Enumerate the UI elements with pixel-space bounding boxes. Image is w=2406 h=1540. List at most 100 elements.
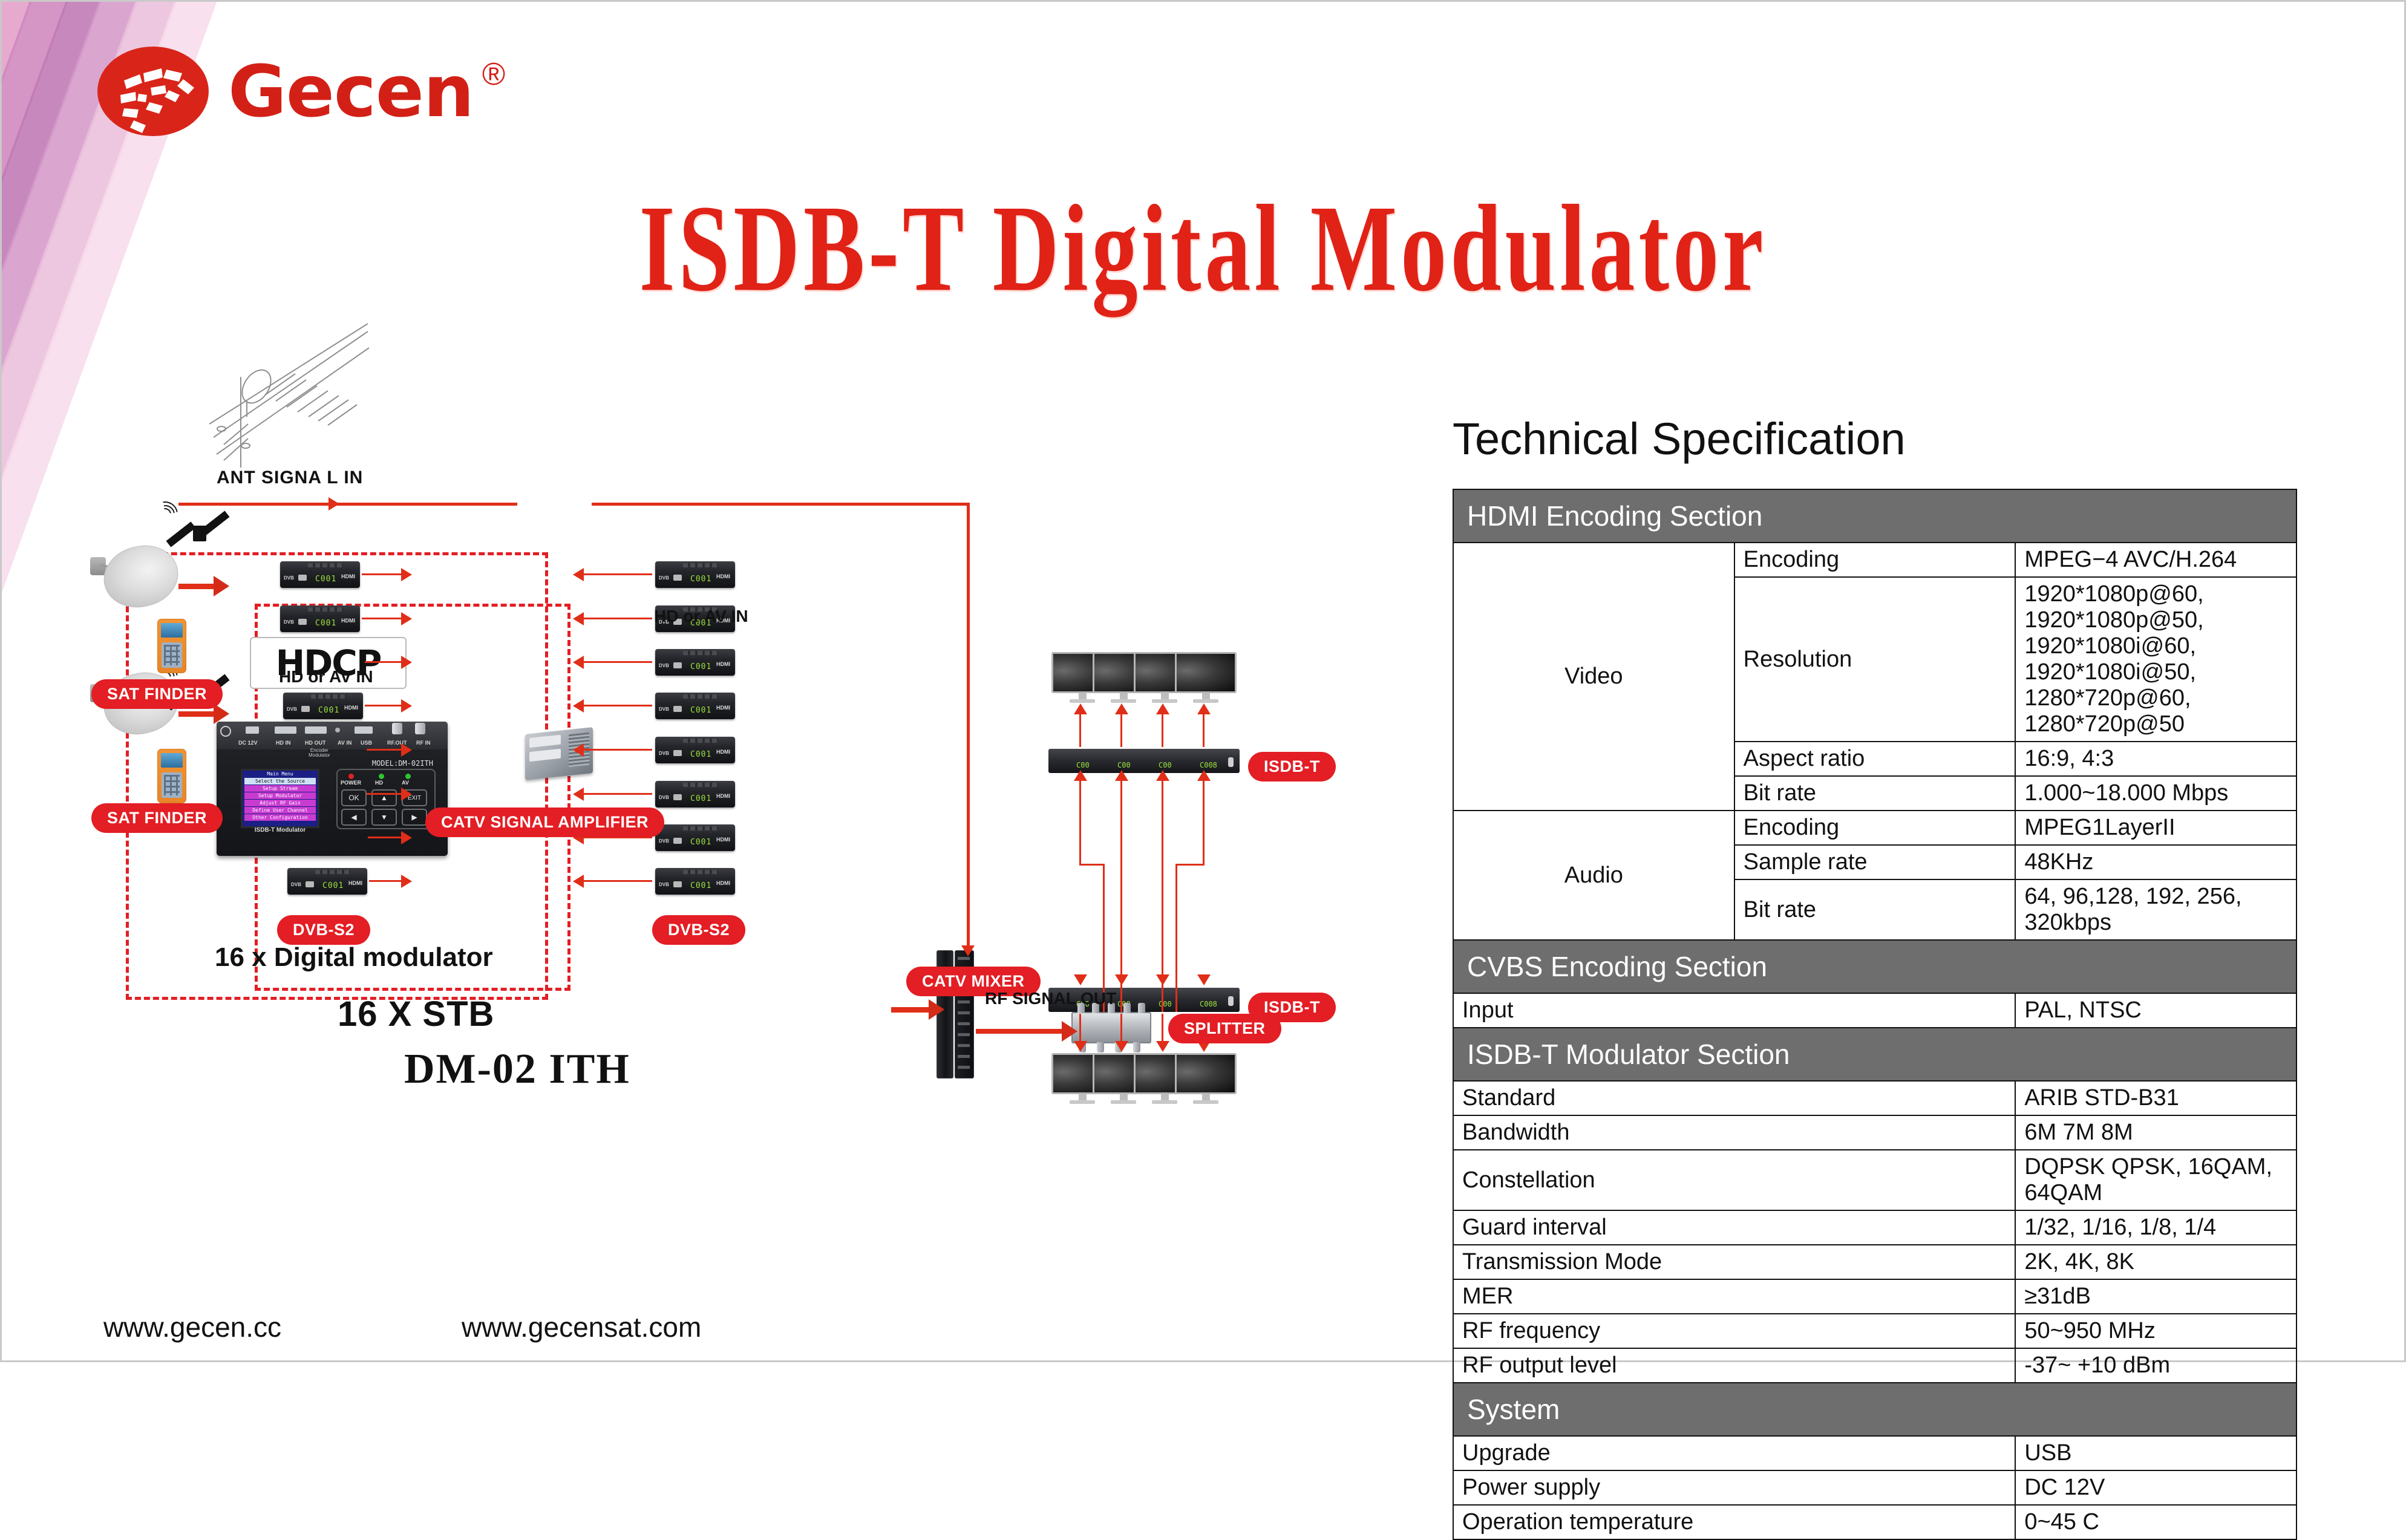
arrow-rcv-to-tv-4 [1203,710,1205,747]
arrow-rcvbot-to-tv-1 [1079,1014,1081,1044]
sat-finder-device-1 [157,619,186,673]
hdcp-badge: HDCP [250,637,407,689]
arrow-stbL-3 [365,661,405,663]
arrow-stbL-6 [367,793,405,795]
arrow-split-to-rcv-1f [1103,864,1105,1012]
arrow-tip-stbR-6 [573,788,584,801]
table-row: Input PAL, NTSC [1452,993,2297,1028]
arrow-amp-to-mixer-vertical [967,503,970,953]
spec-heading: Technical Specification [1453,414,1906,464]
button-down[interactable]: ▼ [371,809,397,826]
section-title-cvbs: CVBS Encoding Section [1453,939,2297,994]
arrow-stbR-5 [583,749,652,751]
section-title-isdbt: ISDB-T Modulator Section [1453,1027,2297,1082]
spec-key: Sample rate [1733,844,2016,880]
arrow-tip-stbR-4 [573,699,584,713]
spec-key: Operation temperature [1452,1504,2016,1540]
label-hd-or-av-in-right: HD or AV IN [654,607,748,625]
rcv-display: C008 [1117,761,1135,769]
spec-value: ≥31dB [2015,1279,2297,1314]
led-power-icon [348,774,354,779]
lcd-menu-item-4[interactable]: Define User Channel [244,807,316,814]
port-label-rfin: RF IN [416,740,431,746]
arrow-tip-stbL-4 [401,699,412,713]
table-section-header-row: CVBS Encoding Section [1453,939,2297,994]
lcd-menu-item-0[interactable]: Select the Source [244,778,316,785]
table-section-header-row: System [1453,1382,2297,1437]
arrow-rcv-to-tv-2 [1120,710,1122,747]
port-label-avin: AV IN [338,740,352,746]
table-row: Video Encoding MPEG−4 AVC/H.264 [1453,542,2297,811]
port-label-hdout: HD OUT [305,740,326,746]
spec-value: 16:9, 4:3 [2015,741,2297,777]
group-label-audio: Audio [1453,810,1735,941]
sat-finder-device-2 [157,749,186,803]
arrow-stbL-5 [367,749,405,751]
button-up[interactable]: ▲ [371,789,397,806]
spec-value: ARIB STD-B31 [2015,1080,2297,1116]
table-section-header-row: HDMI Encoding Section [1453,489,2297,543]
arrow-tip-tvbot-1 [1074,1041,1087,1052]
rcv-display: C008 [1200,761,1217,769]
stb-display: C001 [315,575,337,584]
arrow-tip-stbL-6 [401,788,412,801]
arrow-tip-stbR-5 [573,743,584,757]
arrow-tip-tv-3 [1156,703,1169,714]
arrow-dish1-in [178,584,216,589]
tv-bot-4 [1175,1053,1237,1104]
caption-16x-digital-modulator: 16 x Digital modulator [215,942,493,972]
lcd-menu-item-1[interactable]: Setup Stream [244,785,316,792]
arrow-tip-stbL-5 [401,743,412,757]
device-keypad: POWER HD AV OK ▲ EXIT ◀ ▼ ▶ [336,769,436,829]
arrow-tip-splitter [1062,1021,1077,1042]
arrow-tip-rcvbot-3 [1156,974,1169,985]
rcv-display: C008 [1159,761,1176,769]
arrow-split-to-rcv-1b [1079,864,1103,866]
footer-url-primary[interactable]: www.gecen.cc [103,1311,282,1343]
lcd-menu-item-2[interactable]: Setup Modulator [244,792,316,799]
arrow-tip-rcv-2 [1115,770,1128,781]
arrow-tip-dish2 [214,703,229,724]
group-label-video: Video [1453,542,1735,811]
footer-url-secondary[interactable]: www.gecensat.com [462,1311,702,1343]
lcd-menu-item-3[interactable]: Adjust RF Gain [244,800,316,806]
arrow-split-to-rcv-4a [1203,781,1205,866]
technical-specification-panel: Technical Specification HDMI Encoding Se… [1452,413,2300,1540]
table-row: RF output level-37~ +10 dBm [1452,1348,2297,1383]
table-row: Aspect ratio 16:9, 4:3 [1453,741,2297,777]
arrow-stbL-2 [362,618,405,619]
arrow-stbL-7 [368,837,405,838]
spec-key: MER [1452,1279,2016,1314]
section-title-hdmi: HDMI Encoding Section [1453,489,2297,543]
spec-value: 2K, 4K, 8K [2015,1244,2297,1280]
arrow-stbR-3 [583,661,652,663]
arrow-into-mixer [891,1007,931,1013]
lcd-menu-item-5[interactable]: Other Configuration [244,814,316,821]
arrow-stbR-8 [583,880,652,882]
button-ok[interactable]: OK [341,789,367,806]
pill-dvb-s2-left: DVB-S2 [277,915,371,945]
spec-value: 6M 7M 8M [2015,1115,2297,1150]
modulator-device: DC 12V HD IN HD OUT AV IN USB RF.OUT RF … [217,722,448,856]
button-left[interactable]: ◀ [341,809,367,826]
gecen-mark-icon [93,43,220,140]
spec-value: 64, 96,128, 192, 256, 320kbps [2015,879,2297,941]
button-right[interactable]: ▶ [402,809,427,826]
arrow-stbL-8 [369,880,405,882]
spec-key: Bit rate [1733,775,2016,811]
table-row: Bit rate 1.000~18.000 Mbps [1453,775,2297,811]
spec-value: 48KHz [2015,844,2297,880]
stb-display: C001 [690,750,712,759]
section-title-system: System [1453,1382,2297,1437]
arrow-tip-stbL-3 [401,656,412,669]
port-label-rfout: RF.OUT [387,740,407,746]
arrow-tip-tvbot-3 [1156,1041,1169,1052]
